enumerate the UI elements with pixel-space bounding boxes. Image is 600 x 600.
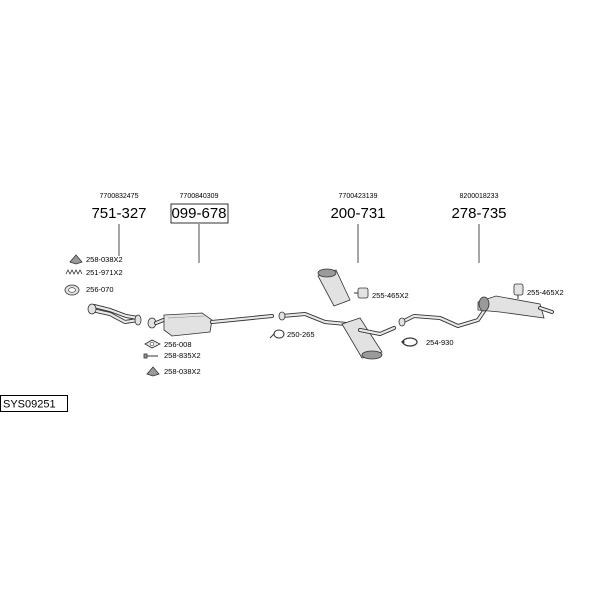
spring-icon (65, 269, 83, 275)
part-number-200-731[interactable]: 200-731 (330, 205, 385, 222)
flange-gasket-icon (144, 339, 161, 349)
accessory-label-256-008[interactable]: 256-008 (164, 340, 192, 349)
accessory-label-251-971x2[interactable]: 251-971X2 (86, 268, 123, 277)
part-ref-099-678: 7700840309 (180, 193, 219, 200)
part-ref-751-327: 7700832475 (100, 193, 139, 200)
accessory-label-258-038x2[interactable]: 258-038X2 (86, 255, 123, 264)
accessory-label-258-835x2[interactable]: 258-835X2 (164, 351, 201, 360)
accessory-label-250-265[interactable]: 250-265 (287, 330, 315, 339)
part-number-751-327[interactable]: 751-327 (91, 205, 146, 222)
accessory-label-255-465x2[interactable]: 255-465X2 (527, 288, 564, 297)
clamp-icon (269, 329, 285, 339)
hanger-icon (354, 287, 369, 299)
rubber-mount-icon (146, 366, 160, 377)
accessory-label-258-038x2[interactable]: 258-038X2 (164, 367, 201, 376)
hanger-icon (513, 283, 524, 299)
part-ref-200-731: 7700423139 (339, 193, 378, 200)
part-number-099-678[interactable]: 099-678 (171, 205, 226, 222)
clamp-icon (401, 337, 418, 347)
bolt-icon (143, 353, 158, 359)
part-number-box-099-678 (170, 203, 229, 224)
centre-silencer-part (278, 268, 396, 360)
front-pipe-part (87, 303, 142, 326)
system-id-box (0, 395, 68, 412)
accessory-label-254-930[interactable]: 254-930 (426, 338, 454, 347)
accessory-label-255-465x2[interactable]: 255-465X2 (372, 291, 409, 300)
accessory-label-256-070[interactable]: 256-070 (86, 285, 114, 294)
catalytic-converter-part (147, 312, 274, 337)
gasket-ring-icon (64, 284, 80, 296)
part-number-278-735[interactable]: 278-735 (451, 205, 506, 222)
system-id-label: SYS09251 (3, 399, 56, 411)
rear-silencer-part (398, 295, 554, 328)
rubber-mount-icon (69, 254, 83, 265)
part-ref-278-735: 8200018233 (460, 193, 499, 200)
